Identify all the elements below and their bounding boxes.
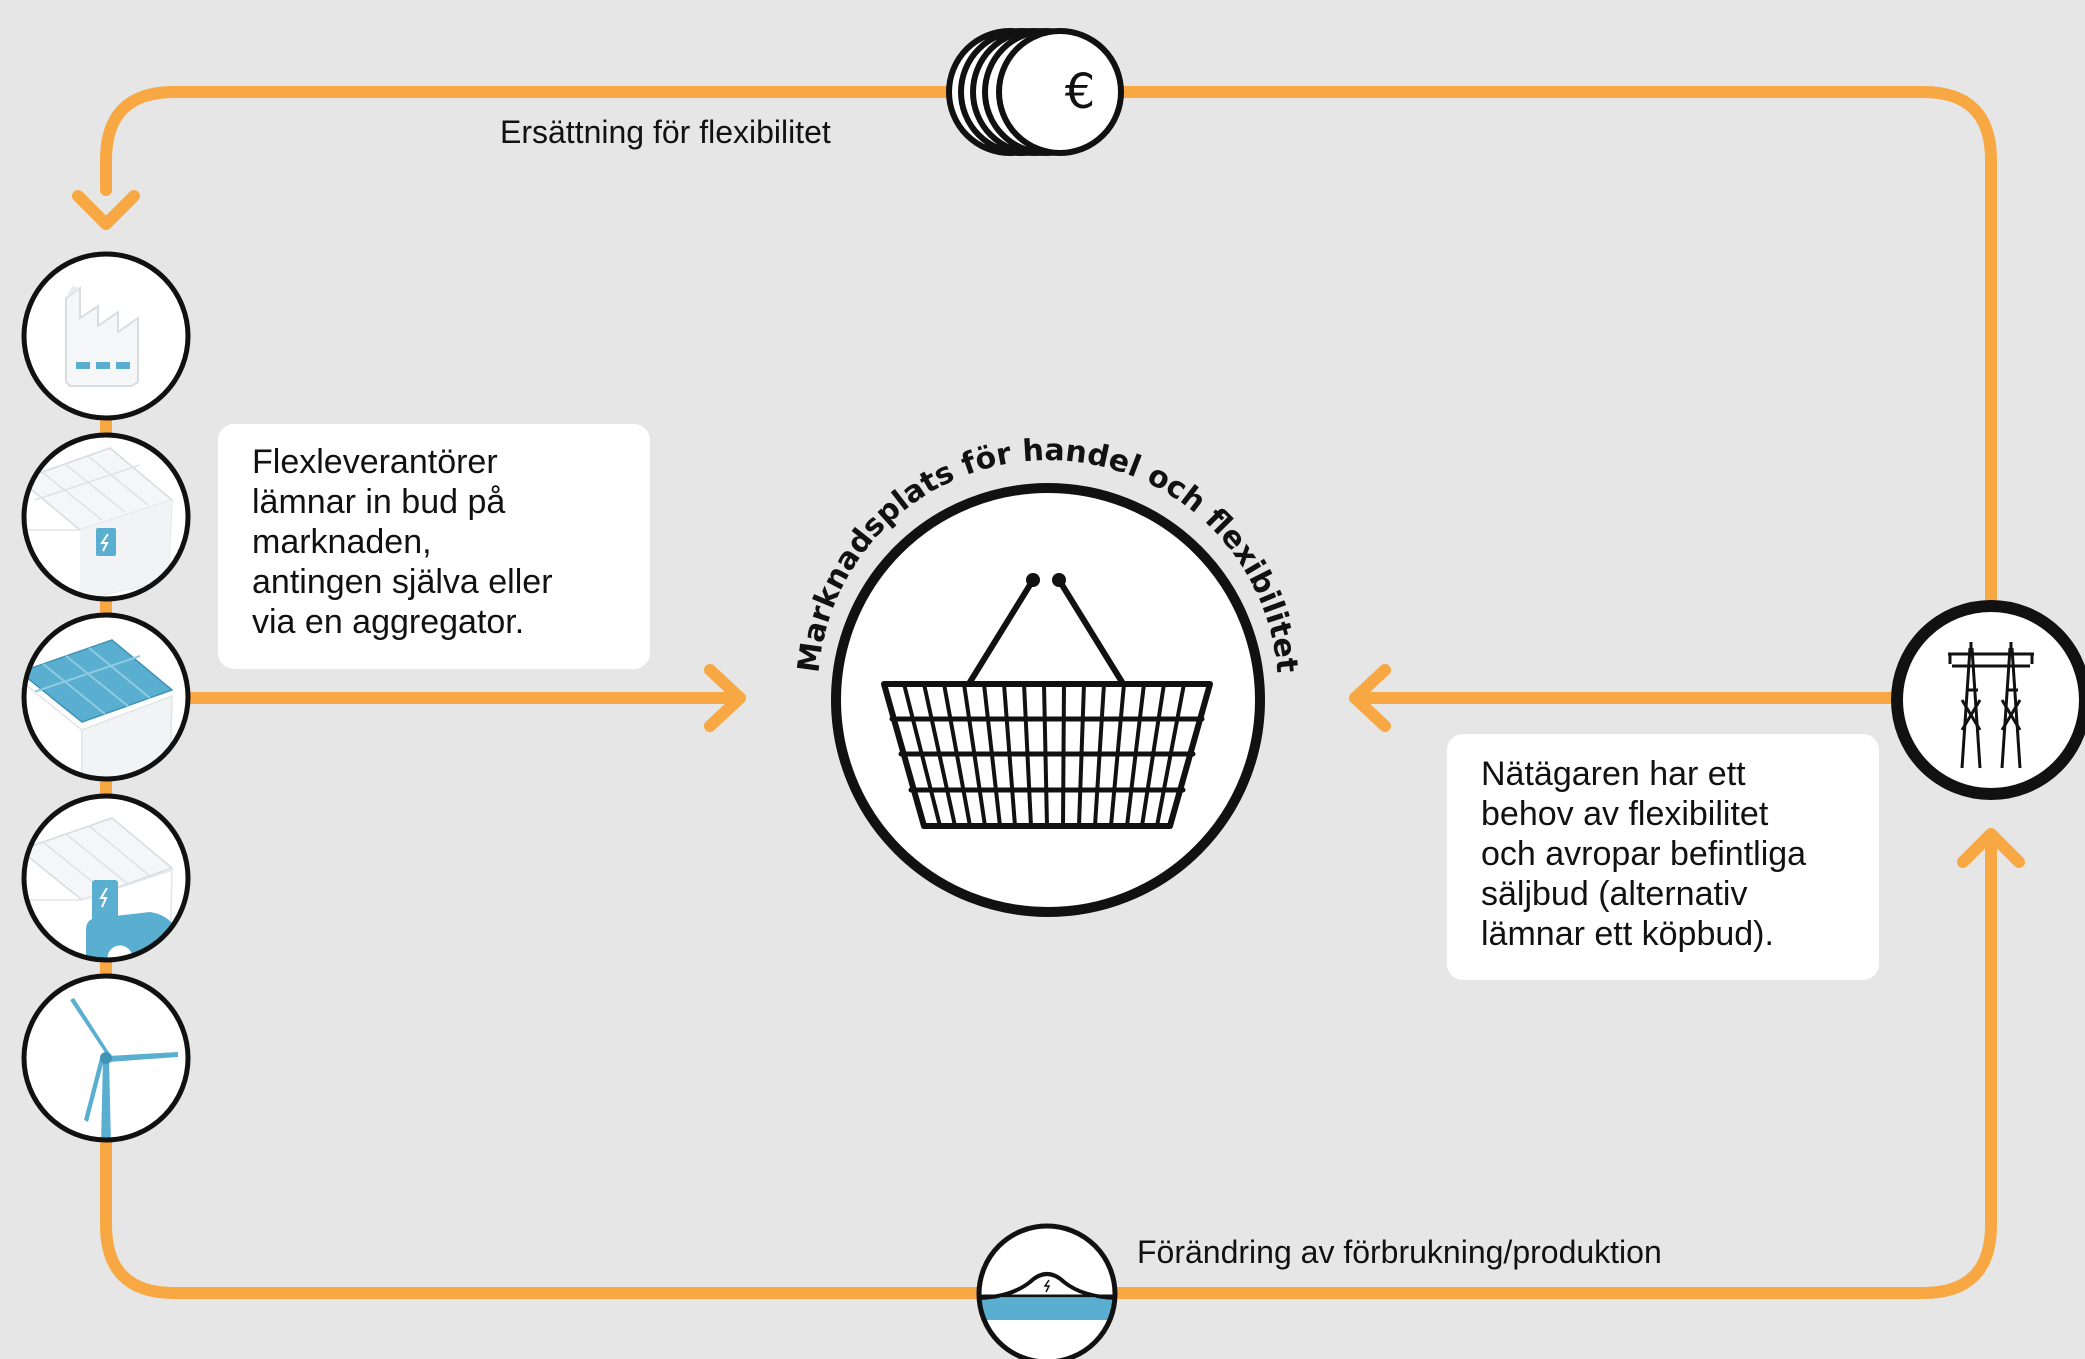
grid-owner-text-line: lämnar ett köpbud). — [1481, 915, 1774, 953]
euro-coins-icon: € — [946, 28, 1124, 156]
providers-text-line: antingen själva eller — [252, 563, 553, 601]
providers-textbox: Flexleverantörer lämnar in bud på markna… — [218, 424, 650, 669]
grid-owner-text-line: och avropar befintliga — [1481, 835, 1807, 873]
wind-turbine-icon — [70, 998, 178, 1140]
load-curve-node — [976, 1223, 1118, 1359]
arrowhead-to-market — [704, 664, 746, 732]
factory-icon — [65, 286, 139, 387]
payment-label: Ersättning för flexibilitet — [500, 114, 831, 150]
euro-symbol: € — [1065, 64, 1096, 120]
grid-owner-text-line: säljbud (alternativ — [1481, 875, 1748, 913]
load-curve-icon — [979, 1272, 1115, 1320]
solar-building-icon — [24, 447, 174, 599]
change-label: Förändring av förbrukning/produktion — [1137, 1234, 1662, 1270]
provider-solar-building — [21, 432, 191, 602]
providers-text-line: via en aggregator. — [252, 603, 525, 641]
arrowhead-from-grid — [1349, 664, 1391, 732]
marketplace: Marknadsplats för handel och flexibilite… — [791, 433, 1304, 917]
arrowhead-down-left — [72, 190, 140, 230]
provider-ev-charger — [21, 793, 191, 963]
grid-owner-textbox: Nätägaren har ett behov av flexibilitet … — [1447, 734, 1879, 980]
arrowhead-up-right — [1957, 828, 2025, 868]
grid-owner-text-line: Nätägaren har ett — [1481, 755, 1746, 793]
providers-text-line: marknaden, — [252, 523, 432, 561]
grid-owner-text-line: behov av flexibilitet — [1481, 795, 1769, 833]
shopping-basket-icon — [881, 573, 1213, 829]
grid-owner — [1891, 600, 2085, 800]
provider-solar-roof — [21, 612, 191, 782]
provider-wind-turbine — [21, 973, 191, 1143]
power-pylon-icon — [1948, 642, 2034, 769]
providers-text-line: lämnar in bud på — [252, 483, 506, 521]
provider-factory — [21, 251, 191, 421]
providers-text-line: Flexleverantörer — [252, 443, 498, 481]
